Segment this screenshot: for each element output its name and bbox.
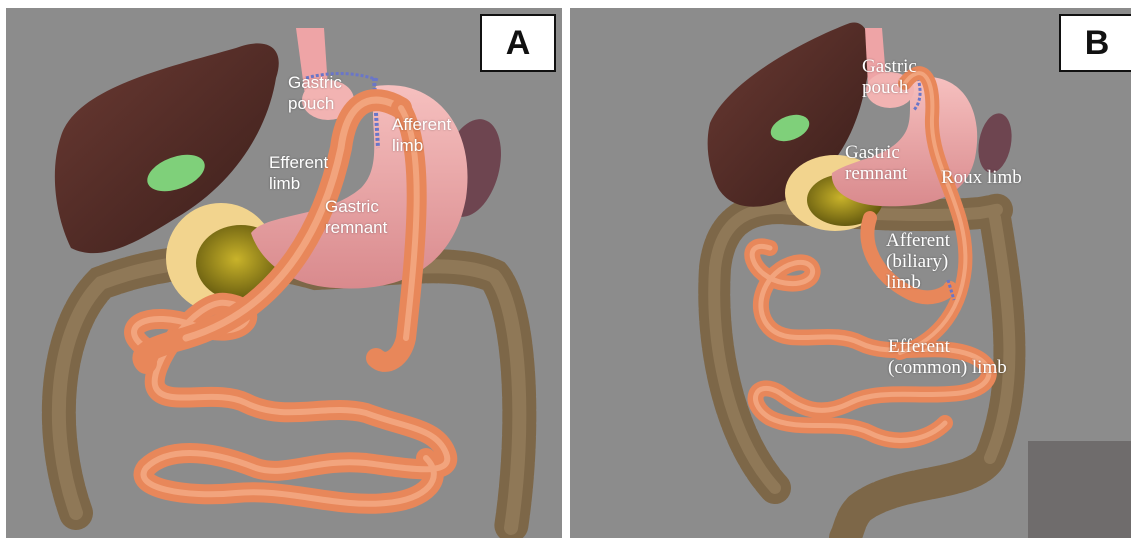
label-line: (common) limb xyxy=(888,357,1007,378)
label-line: remnant xyxy=(845,163,907,184)
label-line: Gastric xyxy=(288,72,342,93)
panel-badge: A xyxy=(480,14,556,72)
label-line: remnant xyxy=(325,217,387,238)
label-line: limb xyxy=(269,173,328,194)
panel-a: A Gastric pouch Afferent limb Efferent l… xyxy=(6,8,562,538)
label-afferent-biliary-limb: Afferent (biliary) limb xyxy=(886,230,950,293)
panel-b: B Gastric pouch Gastric remnant Roux lim… xyxy=(570,8,1131,538)
label-line: pouch xyxy=(862,77,917,98)
label-afferent-limb: Afferent limb xyxy=(392,114,451,156)
label-line: Afferent xyxy=(392,114,451,135)
spleen xyxy=(974,111,1016,176)
label-gastric-pouch: Gastric pouch xyxy=(862,56,917,98)
label-gastric-remnant: Gastric remnant xyxy=(845,142,907,184)
label-line: limb xyxy=(886,272,950,293)
label-line: Efferent xyxy=(269,152,328,173)
panel-badge: B xyxy=(1059,14,1131,72)
gray-overlay-box xyxy=(1028,441,1131,538)
label-gastric-remnant: Gastric remnant xyxy=(325,196,387,238)
anatomy-illustration-a xyxy=(6,8,562,538)
label-efferent-limb: Efferent limb xyxy=(269,152,328,194)
label-line: Afferent xyxy=(886,230,950,251)
label-line: Gastric xyxy=(862,56,917,77)
label-gastric-pouch: Gastric pouch xyxy=(288,72,342,114)
label-roux-limb: Roux limb xyxy=(941,167,1022,188)
label-line: limb xyxy=(392,135,451,156)
label-efferent-common-limb: Efferent (common) limb xyxy=(888,336,1007,378)
label-line: Efferent xyxy=(888,336,1007,357)
label-line: (biliary) xyxy=(886,251,950,272)
label-line: pouch xyxy=(288,93,342,114)
label-line: Gastric xyxy=(325,196,387,217)
label-line: Gastric xyxy=(845,142,907,163)
